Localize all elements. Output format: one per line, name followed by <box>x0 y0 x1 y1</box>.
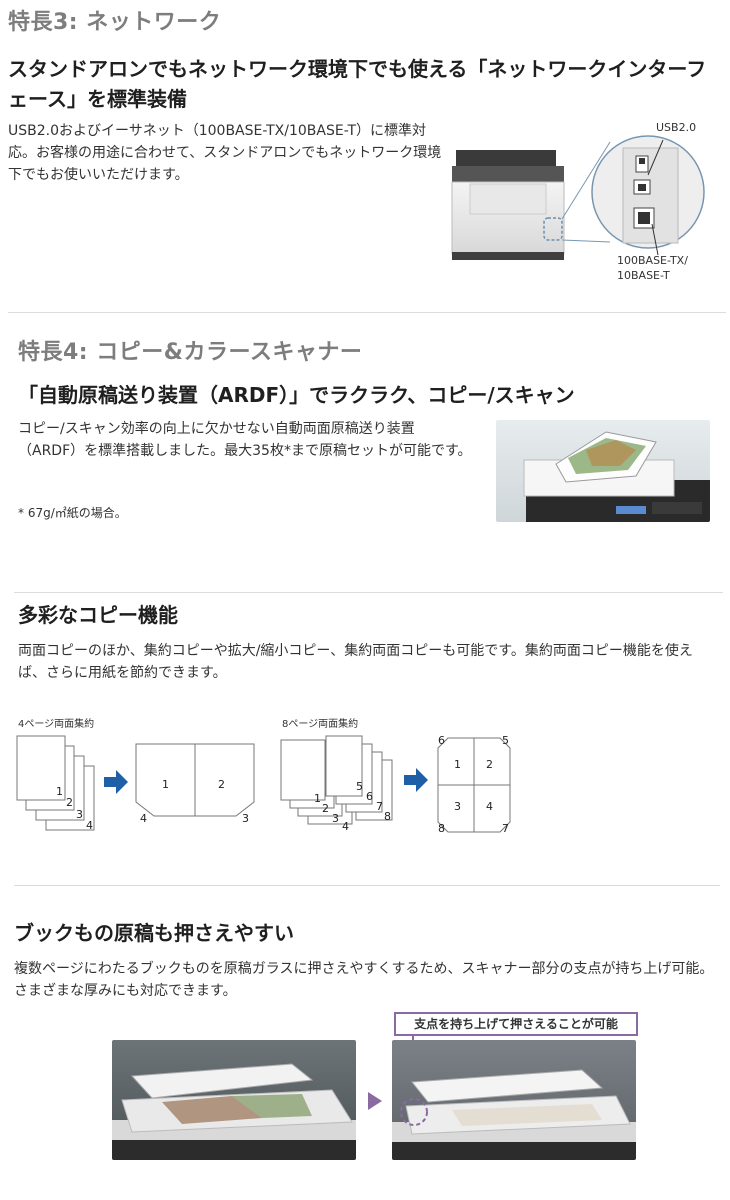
ethernet-label-1: 100BASE-TX/ <box>617 254 688 267</box>
svg-text:1: 1 <box>314 792 321 805</box>
feature4-subheading: 「自動原稿送り装置（ARDF）」でラクラク、コピー/スキャン <box>18 383 575 407</box>
feature3-subheading: スタンドアロンでもネットワーク環境下でも使える「ネットワークインターフェース」を… <box>8 57 707 111</box>
book-fulcrum-photo <box>392 1040 636 1160</box>
feature4-heading: 特長4: コピー&カラースキャナー <box>18 340 363 365</box>
book-body: 複数ページにわたるブックものを原稿ガラスに押さえやすくするため、スキャナー部分の… <box>14 961 714 999</box>
fulcrum-callout: 支点を持ち上げて押さえることが可能 <box>394 1012 638 1036</box>
svg-text:7: 7 <box>376 800 383 813</box>
feature3-heading: 特長3: ネットワーク <box>8 10 222 35</box>
svg-text:4: 4 <box>140 812 147 825</box>
divider <box>14 592 723 593</box>
diagram-4page: 1 2 3 4 1 2 4 3 <box>16 732 266 842</box>
usb-label: USB2.0 <box>656 121 697 134</box>
svg-text:3: 3 <box>454 800 461 813</box>
network-ports-illustration <box>448 120 728 288</box>
page-number: 4 <box>86 819 93 832</box>
svg-text:2: 2 <box>218 778 225 791</box>
svg-text:4: 4 <box>342 820 349 833</box>
ardf-photo <box>496 420 710 522</box>
copy-functions-body: 両面コピーのほか、集約コピーや拡大/縮小コピー、集約両面コピーも可能です。集約両… <box>18 643 693 681</box>
page-number: 2 <box>66 796 73 809</box>
svg-text:2: 2 <box>322 802 329 815</box>
svg-text:8: 8 <box>438 822 445 835</box>
svg-text:3: 3 <box>332 812 339 825</box>
svg-text:8: 8 <box>384 810 391 823</box>
arrow-right-icon <box>368 1092 382 1114</box>
diagram-4page-label: 4ページ両面集約 <box>18 719 95 730</box>
feature3-body: USB2.0およびイーサネット（100BASE-TX/10BASE-T）に標準対… <box>8 123 442 183</box>
page-number: 3 <box>76 808 83 821</box>
page-number: 1 <box>56 785 63 798</box>
ethernet-label-2: 10BASE-T <box>617 269 670 282</box>
svg-text:4: 4 <box>486 800 493 813</box>
feature4-body: コピー/スキャン効率の向上に欠かせない自動両面原稿送り装置（ARDF）を標準搭載… <box>18 421 472 459</box>
book-scan-photo <box>112 1040 356 1160</box>
book-heading: ブックもの原稿も押さえやすい <box>14 921 294 945</box>
svg-text:1: 1 <box>454 758 461 771</box>
svg-text:6: 6 <box>366 790 373 803</box>
feature4-note: * 67g/㎡紙の場合。 <box>18 506 127 520</box>
svg-text:6: 6 <box>438 734 445 747</box>
svg-text:3: 3 <box>242 812 249 825</box>
svg-text:1: 1 <box>162 778 169 791</box>
divider <box>14 885 720 886</box>
copy-functions-heading: 多彩なコピー機能 <box>18 603 178 627</box>
svg-text:2: 2 <box>486 758 493 771</box>
svg-text:5: 5 <box>356 780 363 793</box>
diagram-8page-label: 8ページ両面集約 <box>282 719 359 730</box>
svg-text:7: 7 <box>502 822 509 835</box>
divider <box>8 312 726 313</box>
svg-text:5: 5 <box>502 734 509 747</box>
